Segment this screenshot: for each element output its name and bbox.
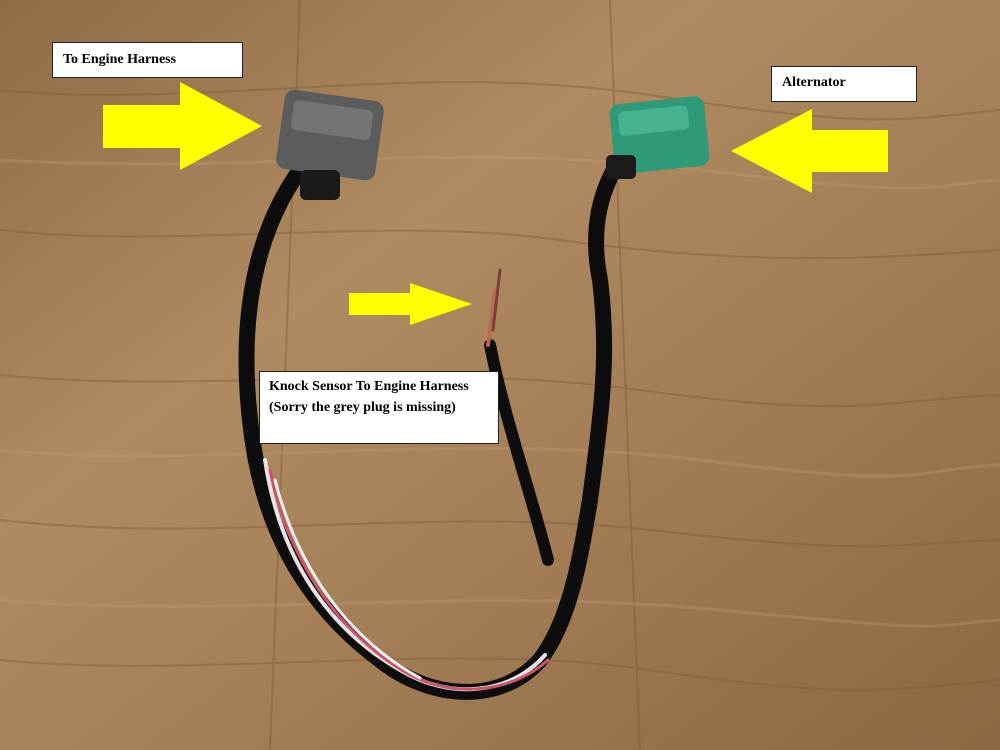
alternator-label: Alternator xyxy=(771,66,917,102)
engine-harness-label: To Engine Harness xyxy=(52,42,243,78)
arrow-right-icon xyxy=(103,82,262,170)
arrow-right-icon xyxy=(349,283,472,325)
knock-sensor-label: Knock Sensor To Engine Harness (Sorry th… xyxy=(259,371,499,444)
grey-connector xyxy=(276,89,384,200)
green-connector xyxy=(606,96,710,179)
harness-wires xyxy=(238,152,628,700)
arrow-left-icon xyxy=(731,109,888,193)
